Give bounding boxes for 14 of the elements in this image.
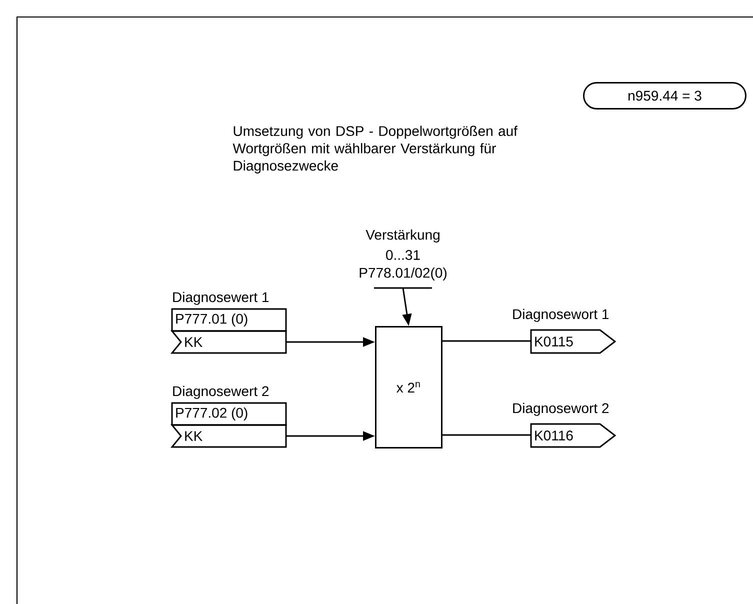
function-block: x 2$^{n}$: [375, 326, 442, 448]
node-label: KK: [185, 337, 203, 347]
output-connector: Diagnosewort 2 K0116: [513, 402, 616, 448]
output-connector: Diagnosewort 1 K0115: [513, 308, 616, 354]
node-label: Diagnosewert 1: [173, 292, 269, 305]
node-label: KK: [185, 431, 203, 441]
input-connector: Diagnosewert 1 P777.01 (0) KK: [170, 292, 287, 354]
status-box: n959.44 = 3: [583, 82, 746, 110]
node-label: Diagnosewort 1: [513, 308, 609, 322]
parameter-input: Verstärkung 0...31 P778.01/02(0): [360, 229, 446, 289]
node-label: Diagnosewort 2: [513, 402, 609, 416]
description-text: Umsetzung von DSP - Doppelwortgrößen auf Wortgrößen mit wählbarer Verstärkung für Diagnosezwecke: [232, 126, 518, 174]
input-connector: Diagnosewert 2 P777.02 (0) KK: [170, 386, 287, 448]
node-label: Diagnosewert 2: [173, 386, 269, 399]
